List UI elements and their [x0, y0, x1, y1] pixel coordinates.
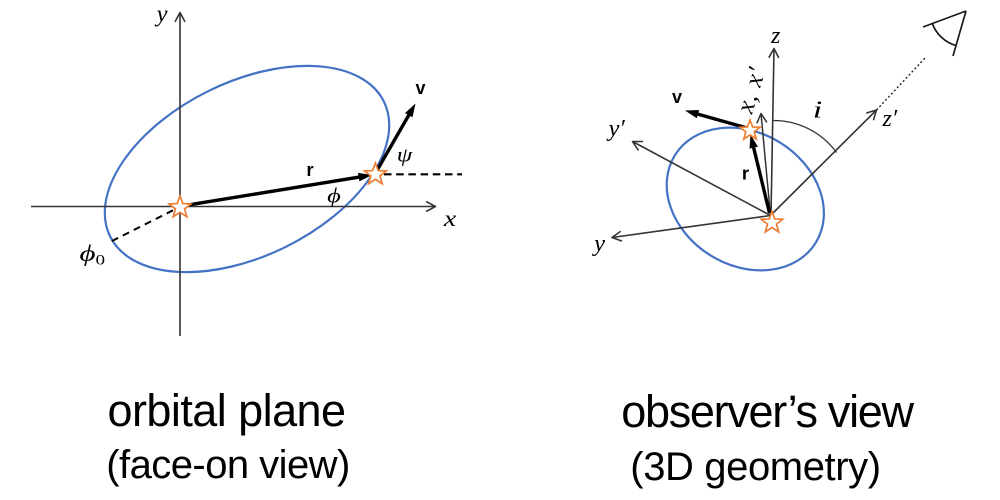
svg-text:y′: y′: [606, 115, 626, 142]
svg-text:z: z: [770, 23, 781, 49]
svg-text:x: x: [443, 206, 457, 231]
svg-text:i: i: [813, 96, 823, 123]
svg-text:ϕ: ϕ: [327, 184, 341, 207]
svg-text:z′: z′: [882, 106, 898, 132]
svg-text:ϕ0: ϕ0: [80, 239, 106, 267]
svg-text:ψ: ψ: [397, 144, 414, 166]
svg-text:x, x′: x, x′: [730, 63, 772, 117]
svg-text:y: y: [154, 1, 168, 28]
svg-text:v: v: [415, 78, 425, 98]
svg-text:y: y: [591, 230, 605, 257]
svg-text:v: v: [672, 87, 682, 107]
svg-text:r: r: [306, 159, 313, 180]
svg-text:r: r: [742, 163, 749, 184]
